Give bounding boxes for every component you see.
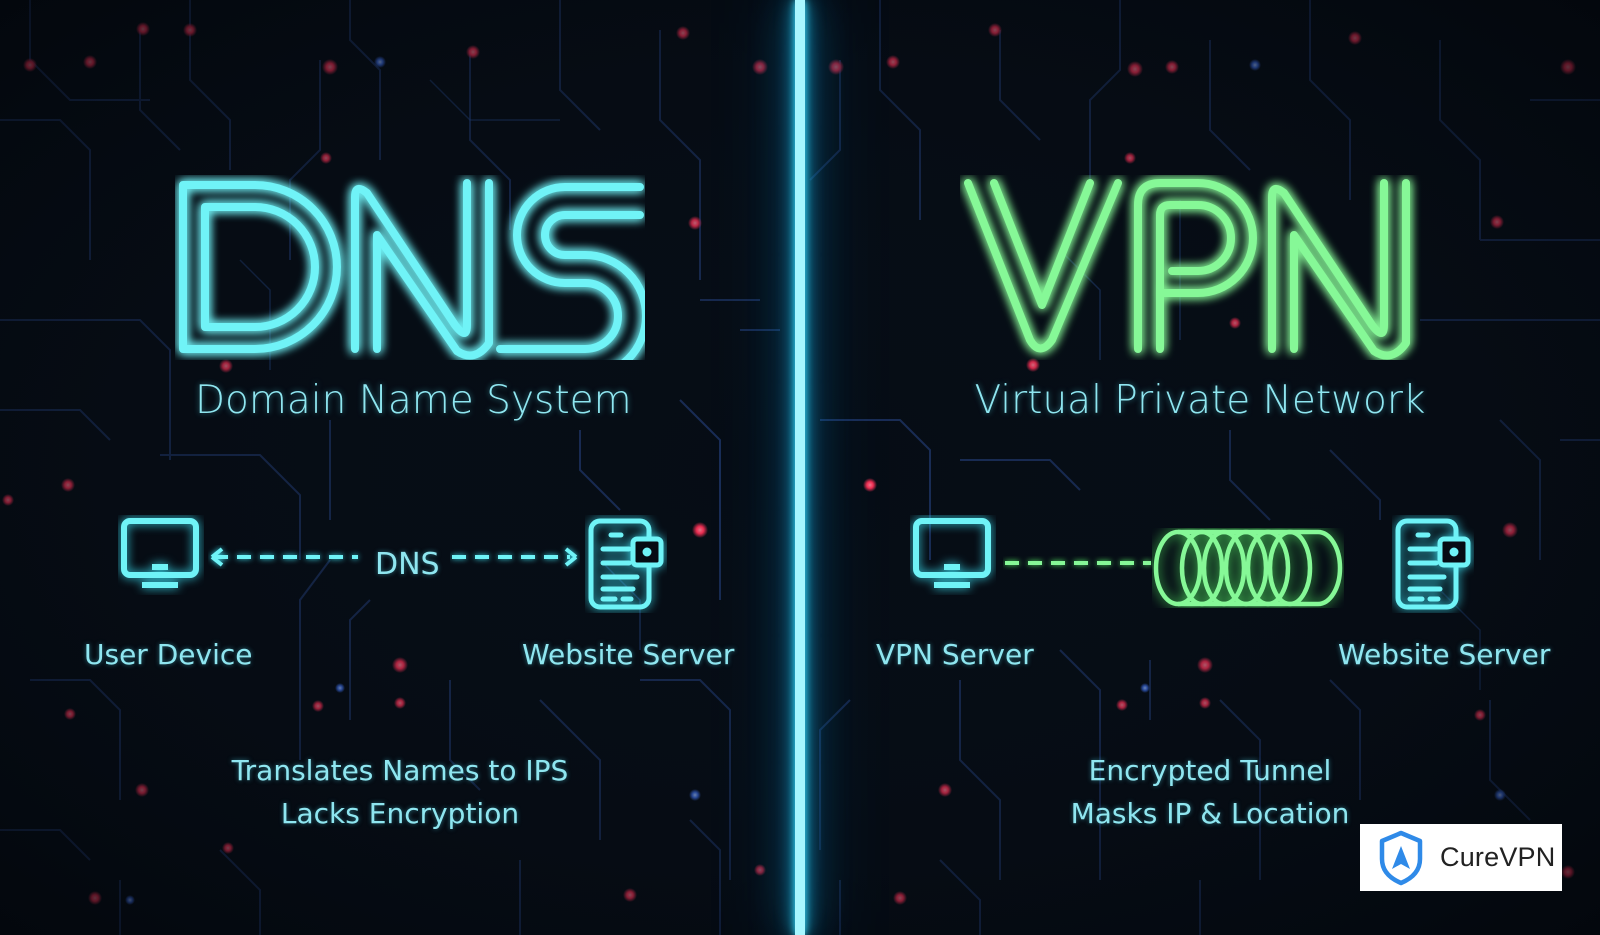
website-server-label-right: Website Server bbox=[1338, 638, 1551, 671]
dns-subtitle: Domain Name System bbox=[195, 378, 632, 423]
vpn-neon-title bbox=[964, 179, 1410, 360]
user-device-label: User Device bbox=[84, 638, 253, 671]
website-server-label-left: Website Server bbox=[522, 638, 735, 671]
vpn-desc-line-2: Masks IP & Location bbox=[1070, 797, 1350, 830]
shield-arrow-icon bbox=[1379, 830, 1423, 885]
vpn-description: Encrypted Tunnel Masks IP & Location bbox=[1020, 749, 1400, 835]
server-document-icon bbox=[1395, 518, 1471, 610]
vpn-desc-line-1: Encrypted Tunnel bbox=[1088, 754, 1332, 787]
dns-connector-label: DNS bbox=[375, 547, 440, 582]
encrypted-tunnel-icon bbox=[1153, 529, 1343, 607]
dns-desc-line-1: Translates Names to IPS bbox=[231, 754, 569, 787]
logo-text: CureVPN bbox=[1440, 842, 1556, 872]
dashed-double-arrow-left bbox=[210, 547, 358, 567]
center-divider bbox=[795, 0, 805, 935]
vpn-server-label: VPN Server bbox=[876, 638, 1034, 671]
dns-description: Translates Names to IPS Lacks Encryption bbox=[200, 749, 600, 835]
curevpn-logo: CureVPN bbox=[1360, 824, 1562, 891]
vpn-subtitle: Virtual Private Network bbox=[974, 378, 1426, 423]
monitor-icon bbox=[121, 518, 199, 588]
dns-desc-line-2: Lacks Encryption bbox=[280, 797, 520, 830]
monitor-icon bbox=[913, 518, 991, 588]
dns-neon-title bbox=[179, 179, 645, 360]
dashed-line-connector bbox=[1005, 561, 1151, 565]
server-document-icon bbox=[588, 518, 664, 610]
dashed-arrow-right bbox=[452, 547, 578, 567]
